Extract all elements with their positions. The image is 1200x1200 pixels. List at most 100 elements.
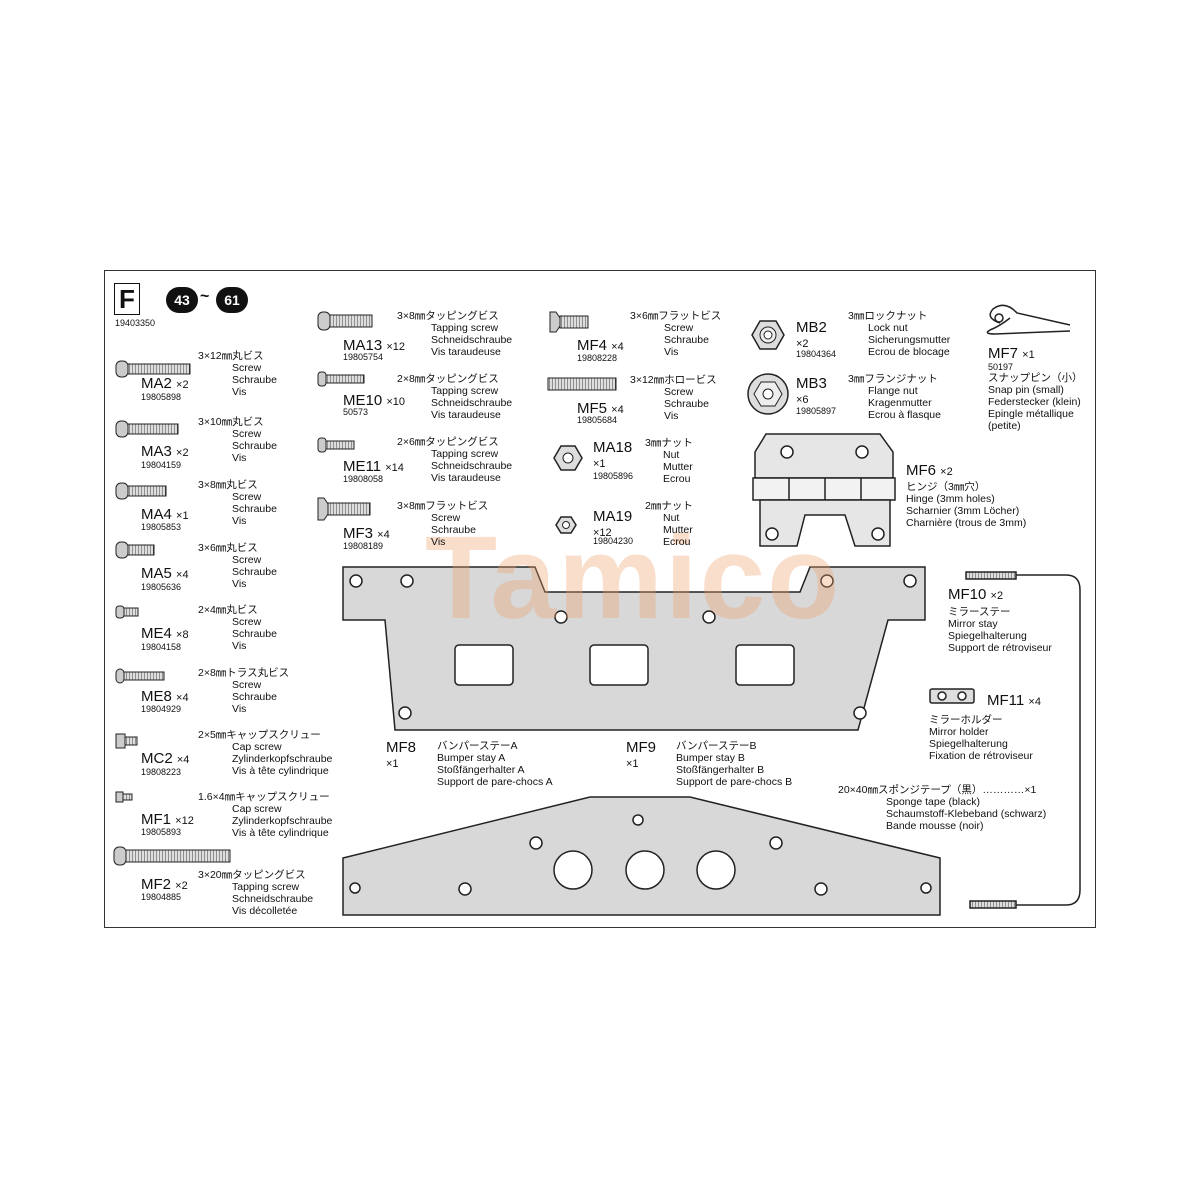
- part-code-text: ME8: [141, 688, 172, 705]
- description-line: Bumper stay B: [676, 752, 745, 764]
- sheet-letter: F: [114, 283, 140, 315]
- description-line: Vis: [232, 640, 247, 652]
- part-code-text: MF3: [343, 525, 373, 542]
- description-line: Vis: [232, 515, 247, 527]
- part-code-me10: ME10 ×10: [343, 393, 405, 410]
- description-line: 3×6㎜フラットビス: [630, 310, 722, 322]
- part-code-text: ME10: [343, 392, 383, 409]
- part-quantity: ×2: [990, 590, 1004, 602]
- description-line: 2×8㎜トラス丸ビス: [198, 667, 290, 679]
- hinge-mf6-icon: [752, 433, 896, 547]
- description-line: Mutter: [663, 461, 693, 473]
- description-line: Screw: [232, 554, 262, 566]
- description-line: 3×8㎜丸ビス: [198, 479, 258, 491]
- description-line: Snap pin (small): [988, 384, 1064, 396]
- description-line: Ecrou de blocage: [868, 346, 950, 358]
- description-line: Fixation de rétroviseur: [929, 750, 1033, 762]
- part-number-ma18: 19805896: [593, 471, 634, 481]
- part-quantity: ×2: [175, 880, 188, 892]
- part-quantity: ×1: [1022, 349, 1035, 361]
- part-code-text: MF2: [141, 876, 171, 893]
- part-code-mf1: MF1 ×12: [141, 812, 194, 829]
- part-code-me4: ME4 ×8: [141, 626, 189, 643]
- description-line: Vis à tête cylindrique: [232, 827, 329, 839]
- description-line: Zylinderkopfschraube: [232, 815, 333, 827]
- part-number-mf2: 19804885: [141, 892, 182, 902]
- description-line: Screw: [232, 491, 262, 503]
- description-line: Schraube: [232, 440, 277, 452]
- range-separator: ~: [200, 288, 210, 305]
- description-line: Bande mousse (noir): [886, 820, 984, 832]
- description-line: Epingle métallique: [988, 408, 1074, 420]
- description-line: Ecrou à flasque: [868, 409, 941, 421]
- description-line: Schneidschraube: [431, 397, 513, 409]
- description-line: Vis: [232, 452, 247, 464]
- part-quantity: ×2: [176, 379, 189, 391]
- description-line: Schraube: [232, 566, 277, 578]
- screw-mf1-icon: [115, 791, 133, 803]
- description-line: Vis: [664, 346, 679, 358]
- description-line: 3㎜フランジナット: [848, 373, 938, 385]
- description-line: Screw: [664, 322, 694, 334]
- screw-me11-icon: [317, 437, 355, 453]
- part-code-ma2: MA2 ×2: [141, 376, 189, 393]
- part-number-ma4: 19805853: [141, 522, 182, 532]
- part-quantity: ×6: [796, 394, 809, 406]
- part-number-mc2: 19808223: [141, 767, 182, 777]
- part-code-ma5: MA5 ×4: [141, 566, 189, 583]
- part-quantity: ×8: [176, 629, 189, 641]
- description-line: Nut: [663, 512, 680, 524]
- flange-nut-mb3-icon: [747, 373, 789, 415]
- description-line: Vis taraudeuse: [431, 409, 501, 421]
- part-code-text: MF1: [141, 811, 171, 828]
- part-code-text: MF11: [987, 692, 1025, 709]
- description-line: Schneidschraube: [232, 893, 314, 905]
- description-line: Cap screw: [232, 741, 282, 753]
- description-line: Mutter: [663, 524, 693, 536]
- description-line: Tapping screw: [431, 385, 499, 397]
- mirror-holder-mf11-icon: [929, 688, 975, 704]
- description-line: ミラーホルダー: [929, 714, 1003, 726]
- part-code-mf7: MF7 ×1: [988, 346, 1035, 363]
- part-quantity: ×4: [377, 529, 390, 541]
- part-quantity: ×1: [626, 758, 639, 770]
- snap-pin-mf7-icon: [986, 304, 1071, 335]
- description-line: Sicherungsmutter: [868, 334, 951, 346]
- step-from-badge: 43: [166, 287, 198, 313]
- description-line: 2×8㎜タッピングビス: [397, 373, 499, 385]
- description-line: 3㎜ナット: [645, 437, 693, 449]
- part-description-mf7: スナップピン（小）Snap pin (small)Federstecker (k…: [988, 372, 1083, 432]
- description-line: Vis: [232, 578, 247, 590]
- description-line: Schraube: [664, 398, 709, 410]
- description-line: ミラーステー: [948, 606, 1011, 618]
- description-line: 1.6×4㎜キャップスクリュー: [198, 791, 330, 803]
- description-line: Spiegelhalterung: [929, 738, 1008, 750]
- sheet-part-number: 19403350: [115, 318, 156, 328]
- description-line: Schraube: [232, 374, 277, 386]
- part-code-text: MA13: [343, 337, 383, 354]
- description-line: Ecrou: [663, 536, 691, 548]
- part-code-text: MF6: [906, 462, 936, 479]
- part-quantity: ×12: [593, 527, 612, 539]
- description-line: Schraube: [232, 628, 277, 640]
- part-code-mf2: MF2 ×2: [141, 877, 188, 894]
- description-line: Vis: [232, 386, 247, 398]
- description-line: Schaumstoff-Klebeband (schwarz): [886, 808, 1047, 820]
- part-quantity: ×4: [176, 569, 189, 581]
- screw-mf2-icon: [113, 846, 231, 866]
- description-line: Vis: [431, 536, 446, 548]
- description-line: Vis taraudeuse: [431, 472, 501, 484]
- description-line: Screw: [232, 362, 262, 374]
- part-code-text: MF10: [948, 586, 987, 603]
- bumper-stay-b-mf9-icon: [342, 796, 941, 916]
